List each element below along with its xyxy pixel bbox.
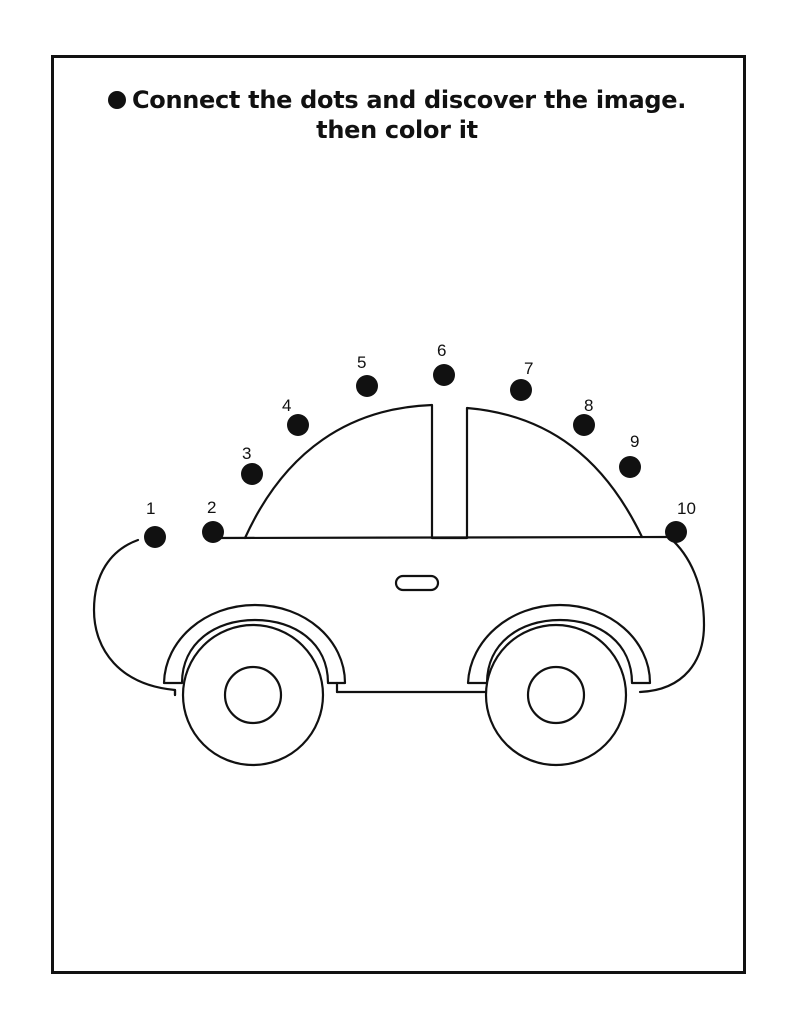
car-roof bbox=[243, 403, 644, 540]
dot-label-1: 1 bbox=[146, 499, 155, 518]
dot-10[interactable] bbox=[665, 521, 687, 543]
front-wheel-arch bbox=[466, 603, 652, 685]
rear-wheel-hub bbox=[223, 665, 283, 725]
dot-5[interactable] bbox=[356, 375, 378, 397]
dot-3[interactable] bbox=[241, 463, 263, 485]
dot-label-6: 6 bbox=[437, 341, 446, 360]
dot-label-2: 2 bbox=[207, 498, 216, 517]
page-border bbox=[51, 55, 746, 974]
rear-wheel-arch bbox=[162, 603, 347, 685]
bullet-icon bbox=[107, 91, 126, 109]
rear-wheel bbox=[181, 623, 325, 767]
door-handle bbox=[394, 574, 440, 592]
dot-2[interactable] bbox=[202, 521, 224, 543]
dot-label-9: 9 bbox=[630, 432, 639, 451]
dot-4[interactable] bbox=[287, 414, 309, 436]
car-body-outline bbox=[92, 535, 706, 697]
dot-label-3: 3 bbox=[242, 444, 251, 463]
dot-6[interactable] bbox=[433, 364, 455, 386]
dot-label-4: 4 bbox=[282, 396, 291, 415]
dot-8[interactable] bbox=[573, 414, 595, 436]
dot-7[interactable] bbox=[510, 379, 532, 401]
dot-label-8: 8 bbox=[584, 396, 593, 415]
dot-label-7: 7 bbox=[524, 359, 533, 378]
dot-1[interactable] bbox=[144, 526, 166, 548]
instruction-line-2: then color it bbox=[316, 116, 478, 144]
instruction-text-1: Connect the dots and discover the image. bbox=[131, 86, 687, 114]
instruction-line-1: Connect the dots and discover the image. bbox=[0, 86, 794, 114]
dot-label-10: 10 bbox=[677, 499, 696, 518]
front-wheel-hub bbox=[526, 665, 586, 725]
front-wheel bbox=[484, 623, 628, 767]
dot-label-5: 5 bbox=[357, 353, 366, 372]
dot-9[interactable] bbox=[619, 456, 641, 478]
